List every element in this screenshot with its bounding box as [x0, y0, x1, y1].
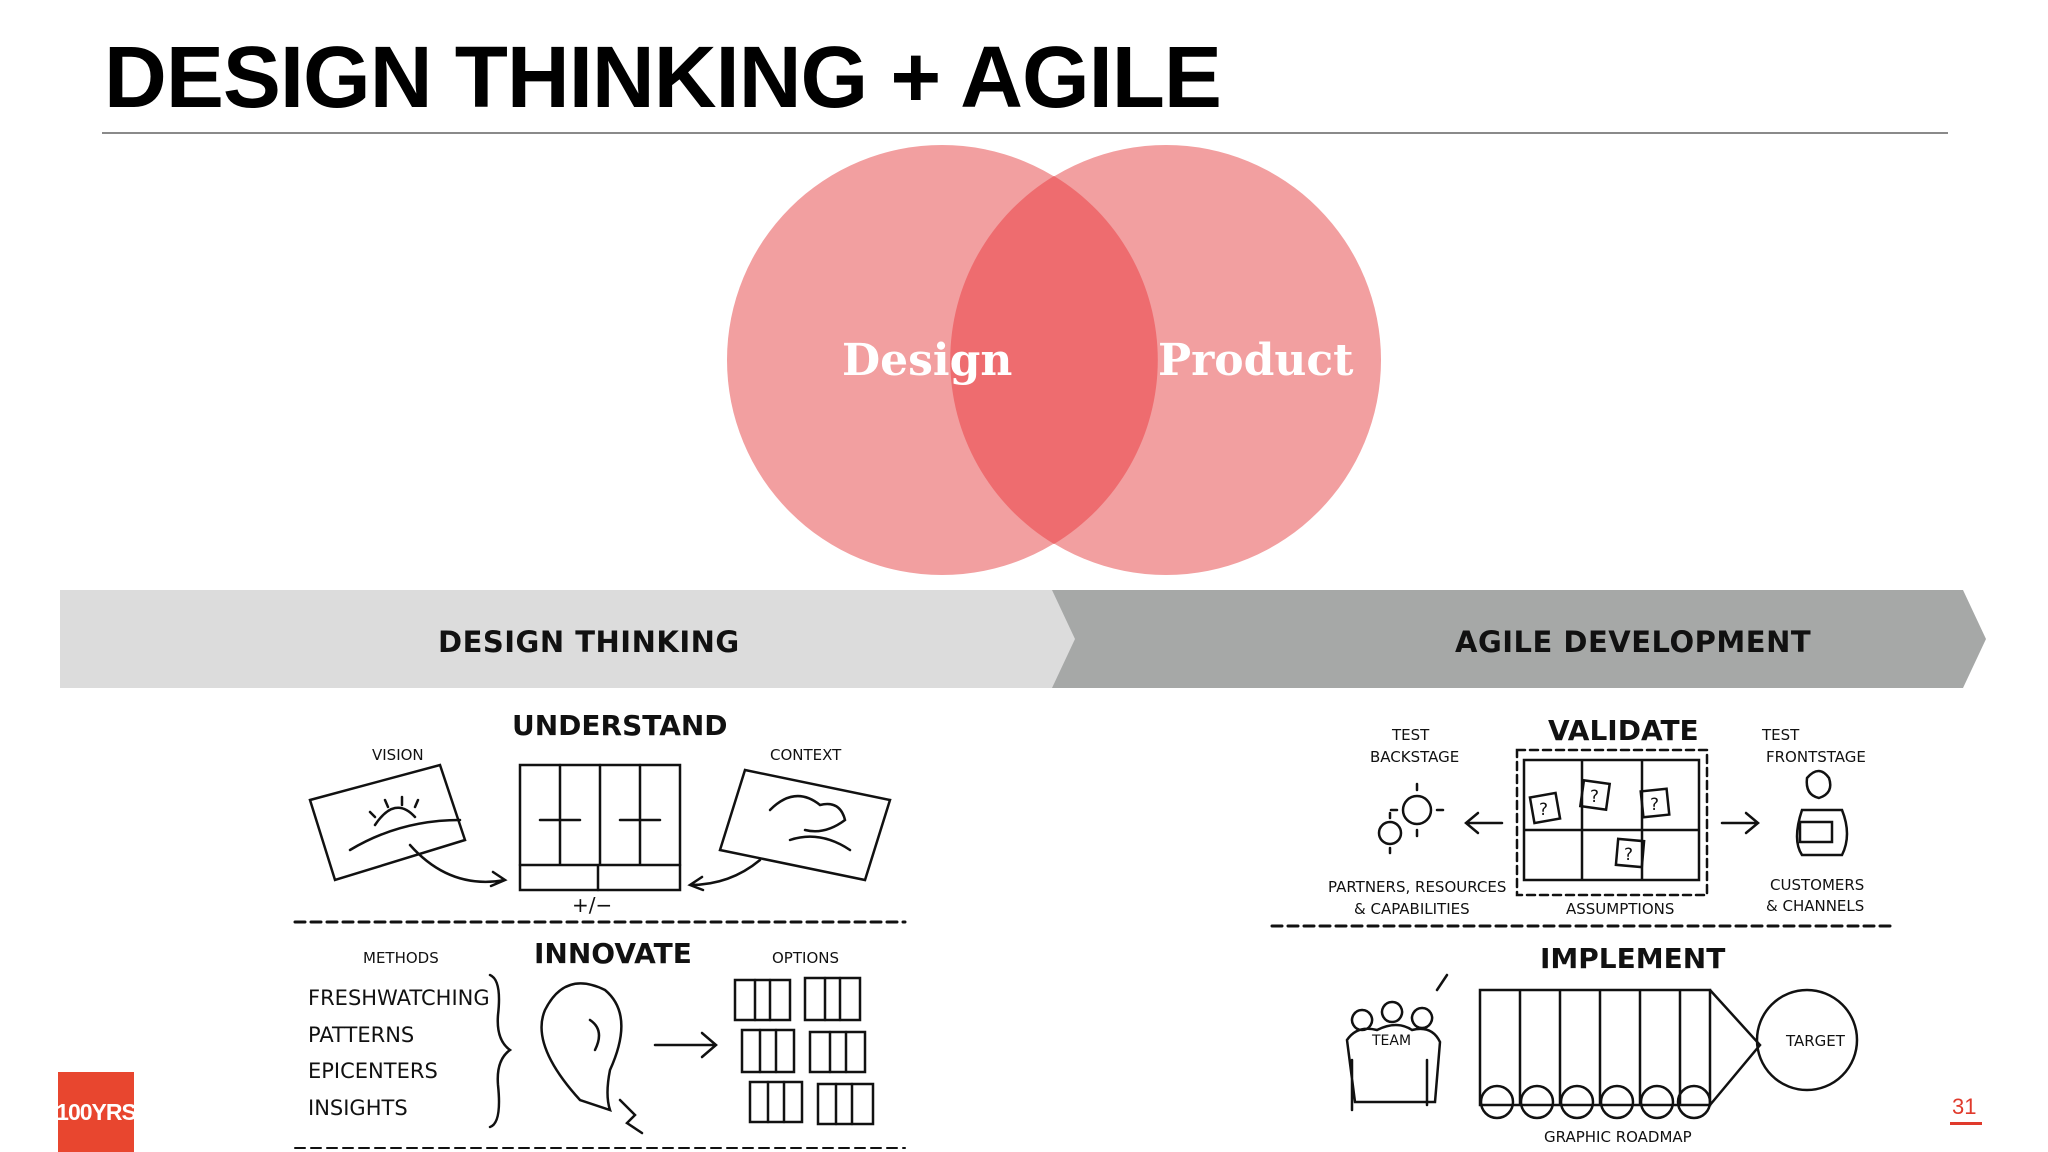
phase-arrow-band	[60, 590, 1986, 688]
test-backstage-label: TEST	[1391, 726, 1430, 744]
sun-icon	[348, 795, 462, 852]
team-label: TEAM	[1371, 1033, 1411, 1049]
company-logo: 100YRS	[56, 1072, 137, 1152]
context-arrow	[687, 858, 762, 892]
agile-sketch: TEST BACKSTAGE VALIDATE TEST FRONTSTAGE …	[1270, 714, 1894, 1146]
methods-brace	[488, 973, 513, 1129]
innovate-heading: INNOVATE	[534, 937, 692, 970]
title-divider	[102, 132, 1948, 134]
venn-overlap	[950, 176, 1158, 544]
design-thinking-label: DESIGN THINKING	[438, 625, 740, 659]
test-backstage-label-2: BACKSTAGE	[1370, 748, 1459, 766]
vision-arrow	[408, 843, 508, 888]
gear-icon	[1401, 794, 1433, 826]
slide-title: DESIGN THINKING + AGILE	[104, 29, 1222, 126]
question-mark-3: ?	[1650, 795, 1659, 815]
gear-icon-small	[1377, 820, 1403, 846]
design-thinking-sketch: UNDERSTAND VISION CONTEXT +/− METHODS IN…	[293, 709, 907, 1149]
target-circle	[1755, 988, 1859, 1092]
customers-label: CUSTOMERS	[1770, 876, 1864, 894]
understand-heading: UNDERSTAND	[512, 709, 728, 742]
bullet-epicenters: EPICENTERS	[308, 1059, 438, 1083]
lightbulb-icon	[540, 982, 644, 1135]
left-arrow	[1464, 811, 1504, 835]
vision-label: VISION	[372, 746, 424, 764]
right-arrow	[1720, 811, 1760, 835]
agile-development-label: AGILE DEVELOPMENT	[1455, 625, 1812, 659]
vision-card	[308, 763, 467, 882]
venn-diagram: Design Product	[727, 145, 1381, 575]
test-frontstage-label-2: FRONTSTAGE	[1766, 748, 1866, 766]
context-card	[718, 768, 892, 882]
assumptions-label: ASSUMPTIONS	[1566, 900, 1674, 918]
question-mark-1: ?	[1539, 800, 1548, 820]
bullet-freshwatching: FRESHWATCHING	[308, 986, 490, 1010]
tree-icon	[768, 795, 852, 852]
validate-board-lines	[1522, 758, 1701, 882]
board-lines	[518, 763, 682, 892]
question-mark-4: ?	[1624, 845, 1633, 865]
partners-label: PARTNERS, RESOURCES	[1328, 878, 1506, 896]
team-icon	[1345, 973, 1449, 1112]
design-thinking-band	[60, 590, 1078, 688]
design-label: Design	[842, 335, 1012, 386]
implement-heading: IMPLEMENT	[1540, 942, 1725, 975]
graphic-roadmap-label: GRAPHIC ROADMAP	[1544, 1128, 1692, 1146]
validate-heading: VALIDATE	[1548, 714, 1699, 747]
methods-label: METHODS	[363, 949, 439, 967]
context-label: CONTEXT	[770, 746, 842, 764]
target-label: TARGET	[1785, 1032, 1846, 1050]
roadmap-wheels	[1479, 1084, 1712, 1120]
question-notes	[1528, 778, 1671, 869]
option-boards	[733, 976, 875, 1126]
validate-board	[1515, 748, 1709, 897]
question-mark-2: ?	[1590, 787, 1599, 807]
partners-label-2: & CAPABILITIES	[1354, 900, 1470, 918]
page-number-underline	[1950, 1122, 1982, 1125]
customers-label-2: & CHANNELS	[1766, 897, 1864, 915]
bullet-patterns: PATTERNS	[308, 1023, 414, 1047]
product-label: Product	[1158, 335, 1354, 386]
roadmap-train	[1478, 988, 1762, 1107]
agile-band	[1052, 590, 1986, 688]
customer-person-icon	[1795, 769, 1849, 857]
test-frontstage-label: TEST	[1761, 726, 1800, 744]
innovate-arrow	[653, 1031, 718, 1059]
plus-minus-label: +/−	[572, 893, 612, 917]
options-label: OPTIONS	[772, 949, 839, 967]
page-number: 31	[1952, 1094, 1977, 1119]
bullet-insights: INSIGHTS	[308, 1096, 408, 1120]
